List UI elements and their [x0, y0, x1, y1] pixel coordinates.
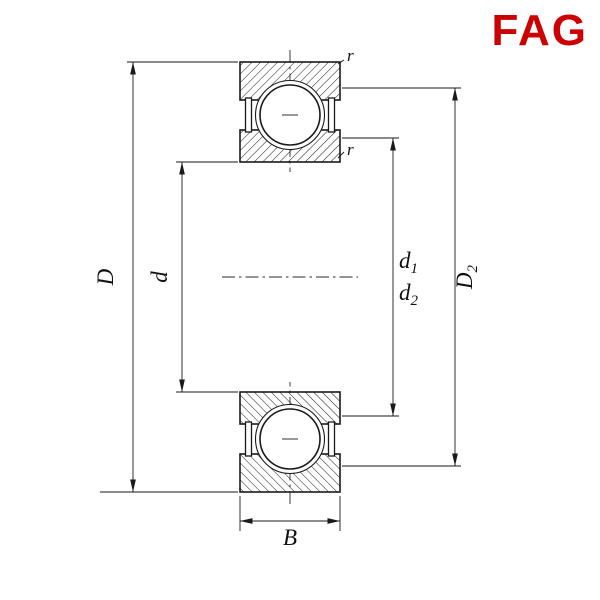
label-d2-sub: 2 — [411, 293, 419, 309]
label-d1: d1 — [399, 248, 418, 277]
fag-logo: FAG — [492, 6, 588, 55]
leader-line — [337, 59, 345, 65]
label-d1-base: d — [399, 248, 411, 273]
bearing-section-top — [239, 50, 341, 172]
label-d2-base: d — [399, 280, 411, 305]
dimension-width: B — [239, 496, 341, 550]
label-d1-sub: 1 — [411, 261, 419, 277]
dimension-d1-d2: d1 d2 — [342, 137, 419, 417]
label-D: D — [93, 268, 118, 286]
label-D2: D2 — [452, 264, 481, 290]
label-d2: d2 — [399, 280, 419, 309]
label-D2-base: D — [452, 272, 477, 290]
fag-logo-text: FAG — [492, 6, 588, 55]
label-d: d — [147, 271, 172, 283]
label-r-lower: r — [347, 140, 354, 159]
radius-callouts: r r — [337, 46, 354, 159]
leader-line — [337, 151, 345, 159]
label-D2-sub: 2 — [465, 264, 481, 272]
label-r-top: r — [347, 46, 354, 65]
dimension-D2: D2 — [342, 87, 481, 467]
bearing-section-bottom — [239, 381, 341, 505]
dimension-bore: d — [147, 161, 238, 393]
shield-left — [244, 97, 253, 133]
label-B: B — [283, 525, 297, 550]
dimension-outer-diameter: D — [93, 61, 238, 493]
shield-right — [327, 97, 336, 133]
